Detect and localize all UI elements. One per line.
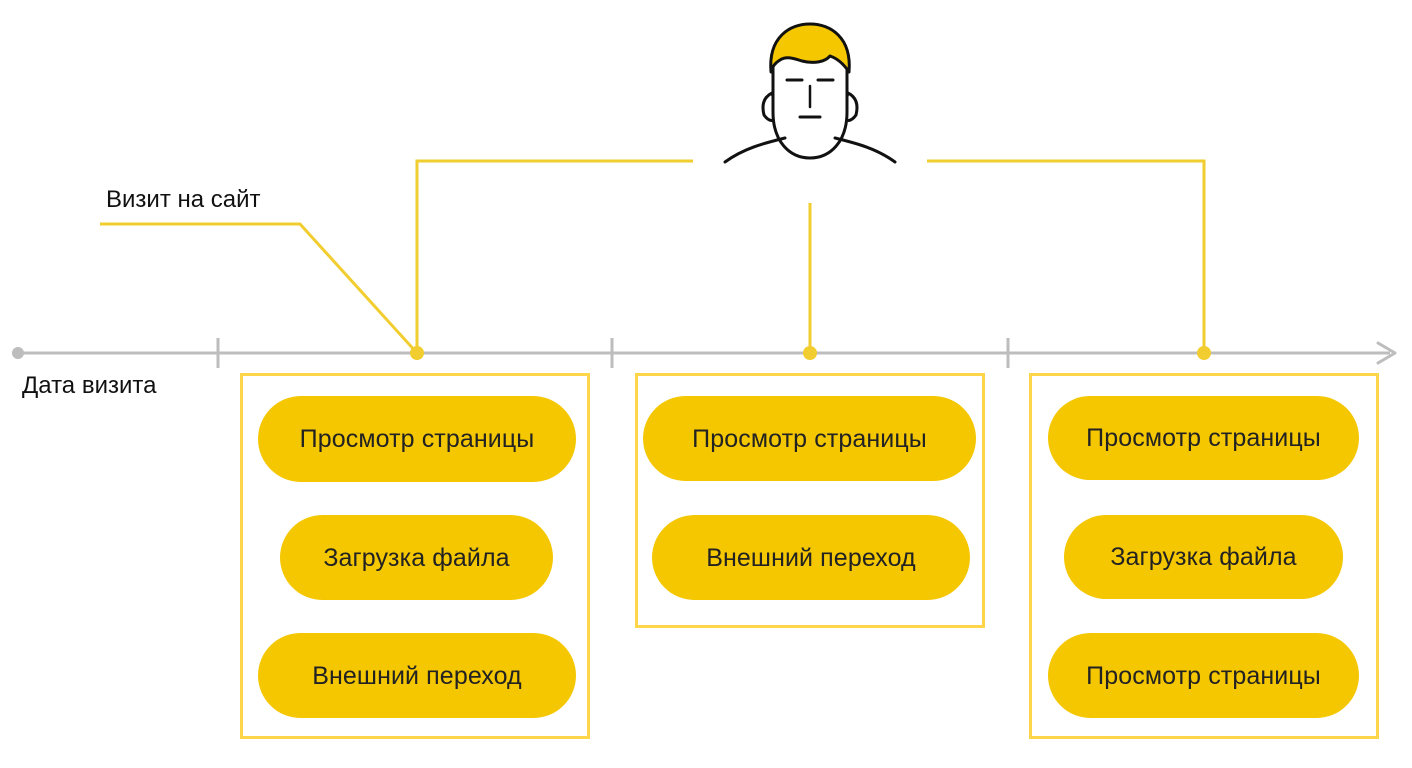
event-pill: Загрузка файла bbox=[1064, 515, 1343, 599]
axis-label: Дата визита bbox=[22, 372, 157, 399]
visit-label: Визит на сайт bbox=[106, 186, 261, 213]
event-pill: Загрузка файла bbox=[280, 515, 553, 600]
visit-dot bbox=[1197, 346, 1211, 360]
event-pill: Просмотр страницы bbox=[643, 396, 976, 481]
connector-to-visit-3 bbox=[927, 159, 1206, 353]
event-pill: Просмотр страницы bbox=[1048, 633, 1359, 718]
timeline-arrow-icon bbox=[1376, 341, 1397, 365]
user-avatar-icon bbox=[723, 22, 897, 164]
event-pill: Внешний переход bbox=[652, 515, 970, 600]
event-pill: Просмотр страницы bbox=[258, 396, 576, 482]
visit-dot bbox=[803, 346, 817, 360]
event-pill: Внешний переход bbox=[258, 633, 576, 718]
visit-label-leader bbox=[100, 222, 419, 355]
timeline-start-dot bbox=[12, 347, 24, 359]
connector-to-visit-1 bbox=[415, 159, 693, 353]
event-pill: Просмотр страницы bbox=[1048, 396, 1359, 480]
